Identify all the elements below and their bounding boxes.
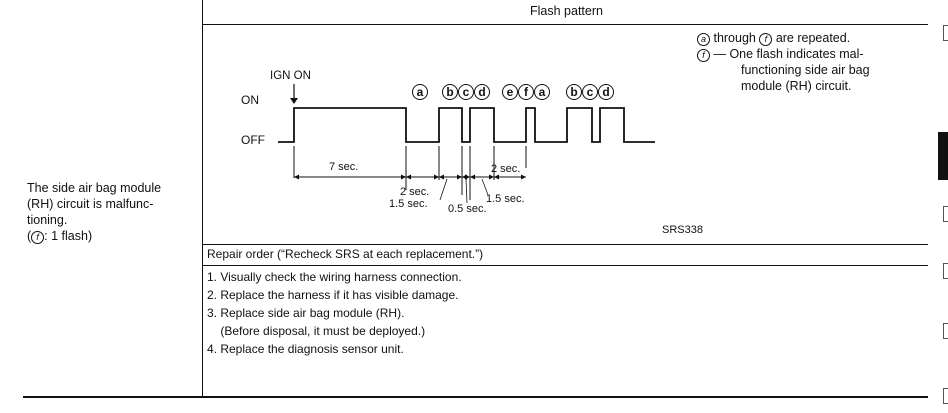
repair-title-divider bbox=[202, 265, 928, 266]
table-bottom-rule bbox=[23, 396, 928, 398]
dimension-initial-arrow-left bbox=[294, 174, 299, 180]
table-column-divider bbox=[202, 0, 203, 398]
diagram-row-divider bbox=[202, 244, 928, 245]
ign-on-arrowhead bbox=[290, 98, 298, 104]
duration-e: 2 sec. bbox=[491, 163, 521, 175]
flash-count-note: (f: 1 flash) bbox=[27, 229, 93, 244]
leader-line-c bbox=[465, 178, 468, 204]
header-row-divider bbox=[202, 24, 928, 25]
repair-step: 2. Replace the harness if it has visible… bbox=[207, 288, 459, 302]
repair-step: (Before disposal, it must be deployed.) bbox=[207, 324, 426, 338]
condition-line: The side air bag module bbox=[27, 181, 162, 195]
circled-a-icon: a bbox=[697, 33, 710, 46]
dimension-d-arrow-left bbox=[470, 174, 475, 180]
dimension-b-arrow-right bbox=[457, 174, 462, 180]
condition-line: (RH) circuit is malfunc- bbox=[27, 197, 154, 211]
repair-steps: 1. Visually check the wiring harness con… bbox=[207, 268, 462, 358]
dimension-d-arrow-right bbox=[489, 174, 494, 180]
repair-step: 3. Replace side air bag module (RH). bbox=[207, 306, 405, 320]
condition-line: tioning. bbox=[27, 213, 68, 227]
condition-cell: The side air bag module (RH) circuit is … bbox=[27, 180, 199, 244]
figure-id: SRS338 bbox=[662, 224, 703, 236]
circled-f-icon: f bbox=[759, 33, 773, 46]
on-level-label: ON bbox=[241, 93, 259, 107]
margin-tab-mark bbox=[943, 263, 948, 279]
margin-tab-mark bbox=[943, 25, 948, 41]
pattern-notes: a through f are repeated. f — One flash … bbox=[697, 30, 870, 94]
duration-a: 2 sec. bbox=[400, 186, 430, 198]
margin-black-tab bbox=[938, 132, 948, 180]
sequence-label-a: a bbox=[534, 84, 550, 100]
sequence-label-d: d bbox=[474, 84, 490, 100]
leader-line-d bbox=[481, 178, 489, 196]
duration-b: 1.5 sec. bbox=[389, 198, 428, 210]
flash-pattern-header: Flash pattern bbox=[530, 4, 603, 18]
flash-meaning-note: f — One flash indicates mal- bbox=[697, 46, 870, 62]
dimension-c-arrow-right bbox=[465, 174, 470, 180]
repair-order-title: Repair order (“Recheck SRS at each repla… bbox=[207, 247, 484, 261]
dimension-b-arrow-left bbox=[439, 174, 444, 180]
sequence-label-d: d bbox=[598, 84, 614, 100]
flash-meaning-note-cont: functioning side air bag bbox=[741, 63, 870, 77]
dimension-a-arrow-right bbox=[434, 174, 439, 180]
duration-initial: 7 sec. bbox=[329, 161, 359, 173]
sequence-label-c: c bbox=[582, 84, 598, 100]
duration-c: 0.5 sec. bbox=[448, 203, 487, 215]
duration-d: 1.5 sec. bbox=[486, 193, 525, 205]
sequence-label-c: c bbox=[458, 84, 474, 100]
repair-step: 4. Replace the diagnosis sensor unit. bbox=[207, 342, 404, 356]
off-level-label: OFF bbox=[241, 133, 265, 147]
ign-on-label: IGN ON bbox=[270, 70, 311, 82]
margin-tab-mark bbox=[943, 388, 948, 404]
flash-meaning-note-cont: module (RH) circuit. bbox=[741, 79, 852, 93]
dimension-a-arrow-left bbox=[406, 174, 411, 180]
circled-f-icon: f bbox=[31, 231, 45, 244]
flash-waveform bbox=[278, 107, 655, 143]
margin-tab-mark bbox=[943, 206, 948, 222]
dimension-e-arrow-right bbox=[521, 174, 526, 180]
sequence-label-b: b bbox=[566, 84, 582, 100]
dimension-e-arrow-left bbox=[494, 174, 499, 180]
repair-step: 1. Visually check the wiring harness con… bbox=[207, 270, 462, 284]
dimension-initial-arrow-right bbox=[401, 174, 406, 180]
leader-line-b bbox=[439, 178, 448, 201]
sequence-label-b: b bbox=[442, 84, 458, 100]
margin-tab-mark bbox=[943, 323, 948, 339]
sequence-label-a: a bbox=[412, 84, 428, 100]
circled-f-icon: f bbox=[697, 49, 710, 62]
repeat-note: a through f are repeated. bbox=[697, 30, 870, 46]
sequence-label-f: f bbox=[518, 84, 534, 100]
sequence-label-e: e bbox=[502, 84, 518, 100]
